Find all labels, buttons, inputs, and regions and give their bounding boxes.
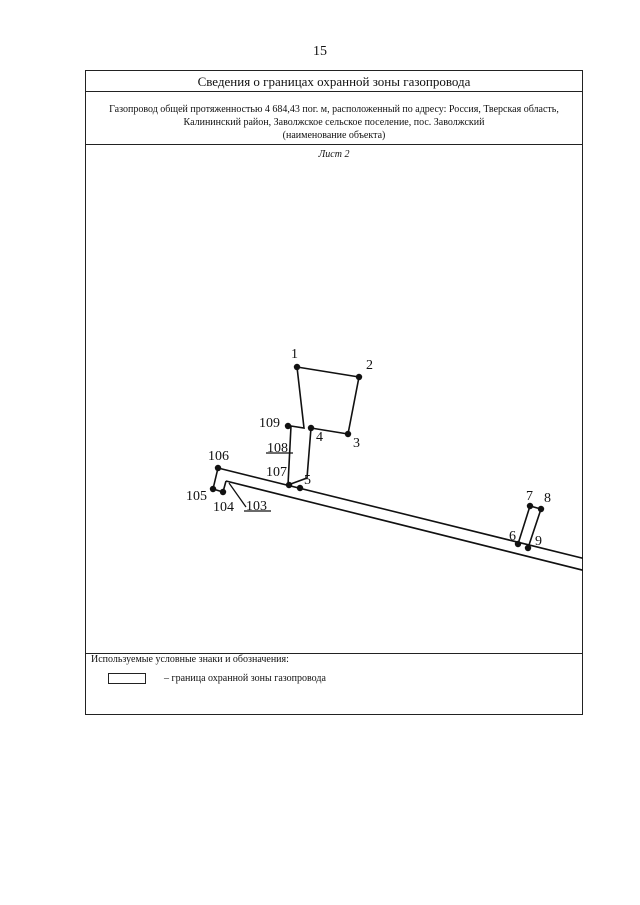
pipeline-strip-upper [217, 467, 583, 560]
vertex-marker-104 [219, 488, 227, 496]
vertex-marker-8 [537, 505, 545, 513]
pipeline-strip-lower [225, 480, 583, 572]
vertex-marker-6 [514, 540, 522, 548]
vertex-label-7: 7 [526, 489, 533, 504]
vertex-label-105: 105 [186, 489, 207, 504]
vertex-label-106: 106 [208, 449, 229, 464]
vertex-label-8: 8 [544, 491, 551, 506]
vertex-label-3: 3 [353, 436, 360, 451]
vertex-label-109: 109 [259, 416, 280, 431]
vertex-marker-109 [284, 422, 292, 430]
legend-item-text: – граница охранной зоны газопровода [164, 673, 326, 684]
legend-symbol-protection-zone [108, 673, 146, 684]
vertex-marker-106 [214, 464, 222, 472]
description-line: (наименование объекта) [282, 130, 386, 141]
vertex-marker-1 [293, 363, 301, 371]
pipeline-branch [517, 505, 543, 549]
vertex-label-2: 2 [366, 358, 373, 373]
document-title: Сведения о границах охранной зоны газопр… [197, 74, 471, 89]
description-line: Калининский район, Заволжское сельское п… [183, 117, 485, 128]
vertex-marker-4 [307, 424, 315, 432]
vertex-label-9: 9 [535, 534, 542, 549]
vertex-label-6: 6 [509, 529, 516, 544]
parcel-boundary [287, 366, 360, 487]
vertex-label-104: 104 [213, 500, 234, 515]
header-divider [86, 144, 582, 145]
vertex-label-108: 108 [267, 441, 288, 456]
sheet-label: Лист 2 [318, 149, 350, 160]
legend-divider [86, 653, 582, 654]
page-number: 15 [313, 44, 327, 59]
vertex-marker-9 [524, 544, 532, 552]
vertex-marker-7 [526, 502, 534, 510]
vertex-label-1: 1 [291, 347, 298, 362]
vertex-label-5: 5 [304, 473, 311, 488]
plan-frame: Сведения о границах охранной зоны газопр… [85, 70, 583, 715]
vertex-marker-5 [296, 484, 304, 492]
title-divider [86, 91, 582, 92]
vertex-marker-3 [344, 430, 352, 438]
vertex-label-103: 103 [246, 499, 267, 514]
vertex-marker-107 [285, 481, 293, 489]
object-description: Газопровод общей протяженностью 4 684,43… [90, 103, 578, 142]
vertex-marker-2 [355, 373, 363, 381]
vertex-label-4: 4 [316, 430, 323, 445]
vertex-label-107: 107 [266, 465, 287, 480]
description-line: Газопровод общей протяженностью 4 684,43… [109, 104, 559, 115]
legend-title: Используемые условные знаки и обозначени… [91, 654, 289, 665]
pipeline-strip-end-left [212, 467, 219, 490]
vertex-marker-105 [209, 485, 217, 493]
